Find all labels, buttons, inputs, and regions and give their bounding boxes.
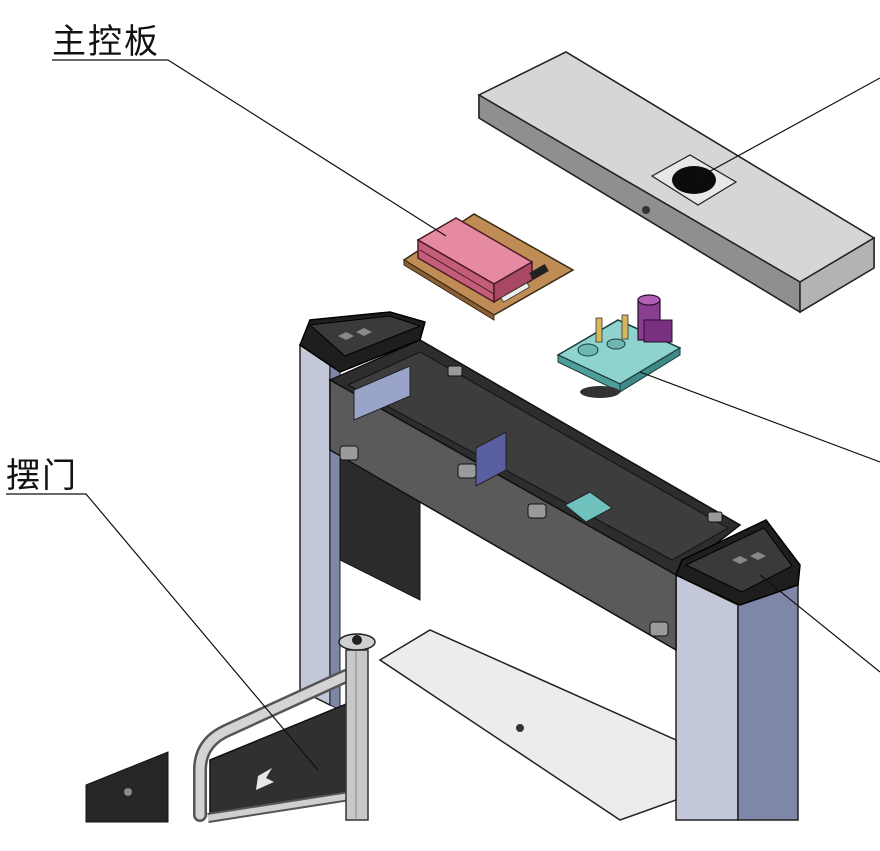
swing-gate-label: 摆门 xyxy=(6,456,78,496)
main-control-board xyxy=(402,213,575,321)
gate-frame xyxy=(299,311,801,821)
card-reader-module xyxy=(556,294,682,398)
reader-leader xyxy=(639,371,880,463)
main-board-label: 主控板 xyxy=(52,22,160,62)
gate-leader xyxy=(6,493,319,771)
callout-lines xyxy=(6,59,880,771)
cap-leader xyxy=(759,574,880,673)
top-cover-plate xyxy=(477,51,876,314)
main-board-leader xyxy=(52,59,447,237)
cover-leader xyxy=(693,77,880,181)
swing-gate xyxy=(85,633,376,823)
